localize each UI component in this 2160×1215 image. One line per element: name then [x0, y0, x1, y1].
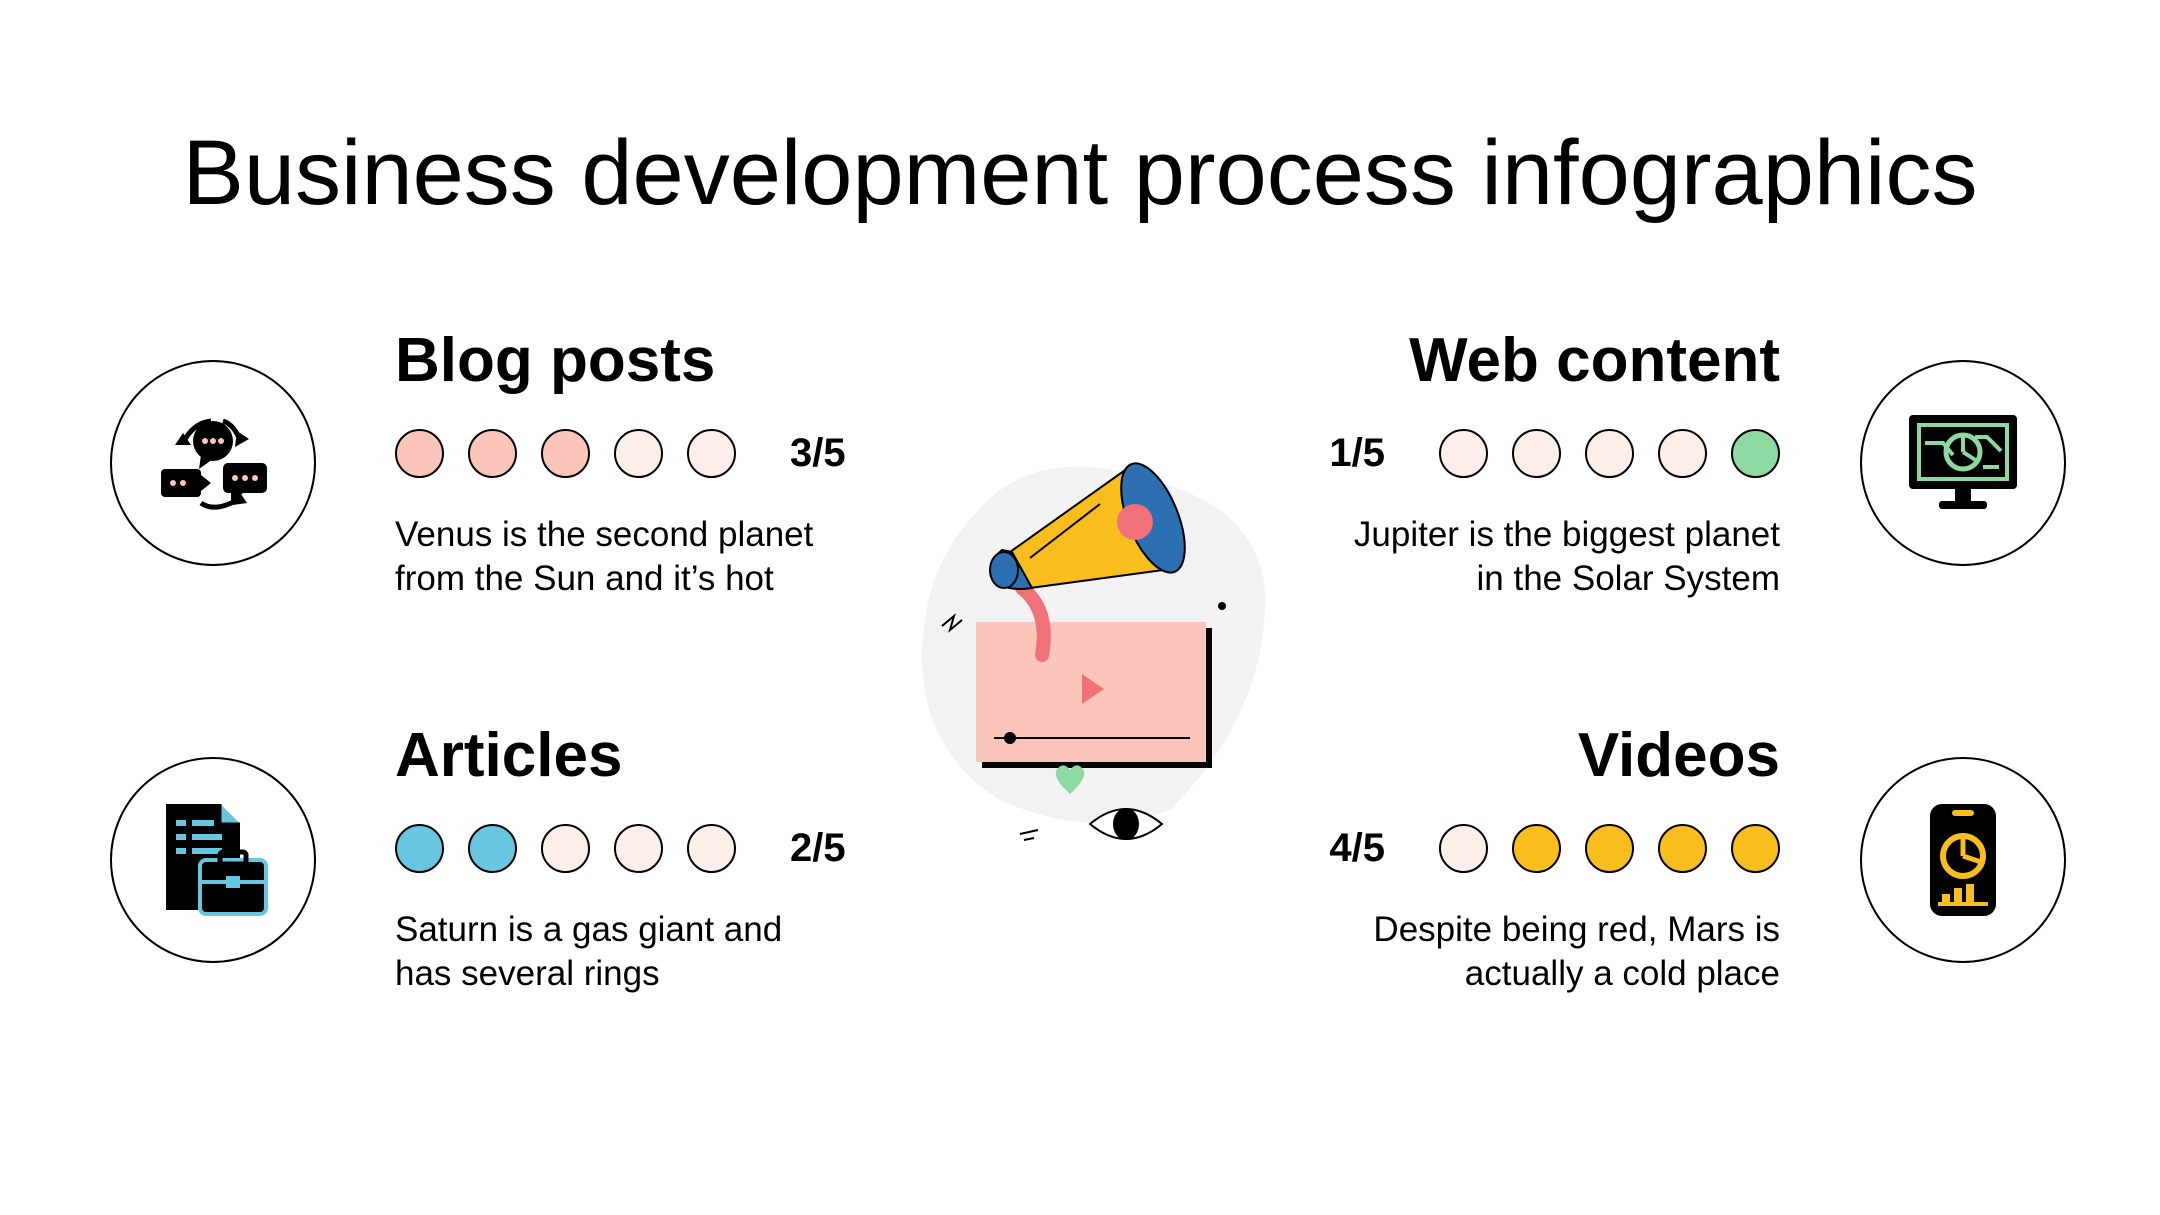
rating-dot [1512, 823, 1561, 873]
rating-dot [395, 823, 444, 873]
rating-dot [614, 428, 663, 478]
dot-mark [1218, 602, 1226, 610]
videos-score: 4/5 [1329, 825, 1385, 870]
blog-posts-description: Venus is the second planet from the Sun … [395, 513, 1015, 601]
web-content-block: Web content 1/5 Jupiter is the biggest p… [1160, 325, 1780, 601]
megaphone-dot [1117, 504, 1153, 540]
description-line: actually a cold place [1464, 954, 1780, 993]
chat-cycle-icon [161, 418, 267, 510]
blog-posts-score: 3/5 [790, 430, 846, 475]
blog-posts-title: Blog posts [395, 326, 716, 395]
phone-chart-icon [1930, 804, 1996, 916]
description-line: Despite being red, Mars is [1373, 910, 1780, 949]
rating-dot [541, 428, 590, 478]
blog-posts-block: Blog posts 3/5 Venus is the second plane… [395, 325, 1015, 601]
description-line: Saturn is a gas giant and [395, 910, 783, 949]
videos-title: Videos [1577, 721, 1780, 790]
rating-dot [1439, 428, 1488, 478]
web-content-icon-circle [1860, 360, 2066, 566]
description-line: in the Solar System [1476, 559, 1780, 598]
rating-dot [468, 428, 517, 478]
monitor-chart-icon [1909, 415, 2017, 509]
rating-dot [1658, 823, 1707, 873]
document-briefcase-icon [166, 804, 268, 916]
rating-dot [1585, 823, 1634, 873]
rating-dots [1439, 428, 1780, 478]
rating-dot [1585, 428, 1634, 478]
articles-score: 2/5 [790, 825, 846, 870]
web-content-description: Jupiter is the biggest planet in the Sol… [1160, 513, 1780, 601]
rating-dot [1731, 823, 1780, 873]
description-line: Jupiter is the biggest planet [1353, 515, 1780, 554]
heart-icon [1055, 765, 1085, 794]
description-line: from the Sun and it’s hot [395, 559, 774, 598]
rating-dot [687, 428, 736, 478]
articles-icon-circle [110, 757, 316, 963]
videos-block: Videos 4/5 Despite being red, Mars is ac… [1160, 720, 1780, 996]
rating-dots [1439, 823, 1780, 873]
eye-pupil [1113, 808, 1139, 840]
rating-dot [1439, 823, 1488, 873]
blog-posts-rating: 3/5 [395, 425, 1015, 481]
web-content-title: Web content [1409, 326, 1780, 395]
progress-knob [1004, 732, 1016, 744]
rating-dot [1731, 428, 1780, 478]
rating-dots [395, 823, 736, 873]
megaphone-stripe [1029, 503, 1101, 559]
web-content-score: 1/5 [1329, 430, 1385, 475]
articles-description: Saturn is a gas giant and has several ri… [395, 908, 1015, 996]
rating-dot [1658, 428, 1707, 478]
articles-block: Articles 2/5 Saturn is a gas giant and h… [395, 720, 1015, 996]
rating-dot [541, 823, 590, 873]
videos-rating: 4/5 [1160, 820, 1780, 876]
articles-rating: 2/5 [395, 820, 1015, 876]
page-title: Business development process infographic… [182, 122, 1978, 224]
megaphone-handle [1015, 581, 1051, 662]
play-icon [1082, 674, 1104, 704]
rating-dot [395, 428, 444, 478]
description-line: Venus is the second planet [395, 515, 814, 554]
description-line: has several rings [395, 954, 660, 993]
web-content-rating: 1/5 [1160, 425, 1780, 481]
videos-description: Despite being red, Mars is actually a co… [1160, 908, 1780, 996]
motion-mark [1019, 829, 1039, 841]
rating-dot [687, 823, 736, 873]
megaphone-video-illustration [921, 462, 1266, 841]
articles-title: Articles [395, 721, 623, 790]
megaphone-cap [989, 551, 1019, 589]
rating-dot [1512, 428, 1561, 478]
videos-icon-circle [1860, 757, 2066, 963]
rating-dot [614, 823, 663, 873]
rating-dot [468, 823, 517, 873]
zigzag-mark [941, 613, 963, 633]
rating-dots [395, 428, 736, 478]
blog-posts-icon-circle [110, 360, 316, 566]
